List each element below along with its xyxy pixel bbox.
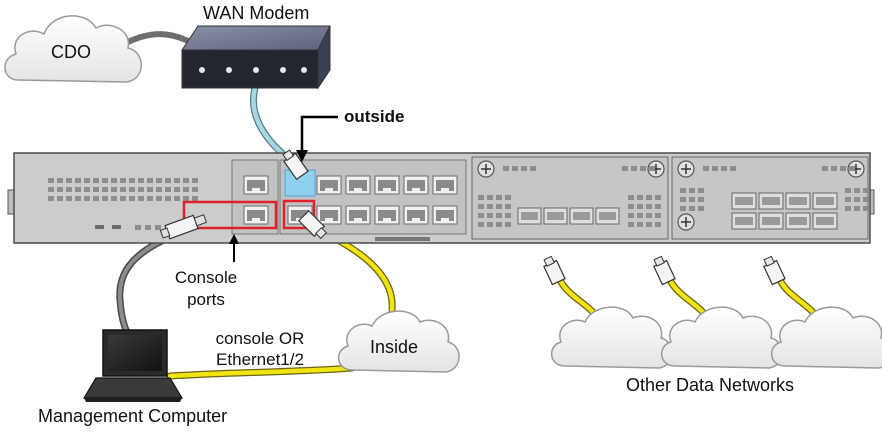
network-modules	[477, 160, 869, 231]
data-network-2	[653, 255, 783, 369]
management-computer-label: Management Computer	[38, 406, 228, 426]
data-network-3	[763, 255, 882, 369]
data-network-1	[543, 255, 673, 369]
cdo-modem-cable	[119, 31, 193, 48]
cdo-label: CDO	[51, 42, 91, 62]
inside-cloud	[338, 310, 460, 373]
inside-label: Inside	[370, 337, 419, 357]
other-data-networks	[543, 255, 882, 369]
management-laptop	[82, 329, 184, 402]
console-connector	[159, 214, 208, 240]
inside-port-highlight	[282, 199, 316, 230]
console-arrow	[229, 234, 239, 262]
console-port-highlight	[182, 200, 278, 230]
inside-connector	[297, 209, 328, 240]
console-ports-label-line1: Console	[174, 268, 238, 287]
outside-label: outside	[344, 107, 405, 126]
wan-modem	[181, 25, 331, 90]
cdo-cloud	[4, 15, 142, 83]
outside-connector	[282, 149, 309, 181]
outside-arrow	[296, 115, 338, 162]
console-or-label-line2: Ethernet1/2	[216, 350, 304, 369]
firewall-chassis	[7, 152, 875, 244]
console-ports-label-line2: ports	[187, 290, 225, 309]
other-data-networks-label: Other Data Networks	[626, 375, 795, 395]
wan-modem-label: WAN Modem	[203, 3, 310, 23]
console-or-label-line1: console OR	[215, 329, 305, 348]
